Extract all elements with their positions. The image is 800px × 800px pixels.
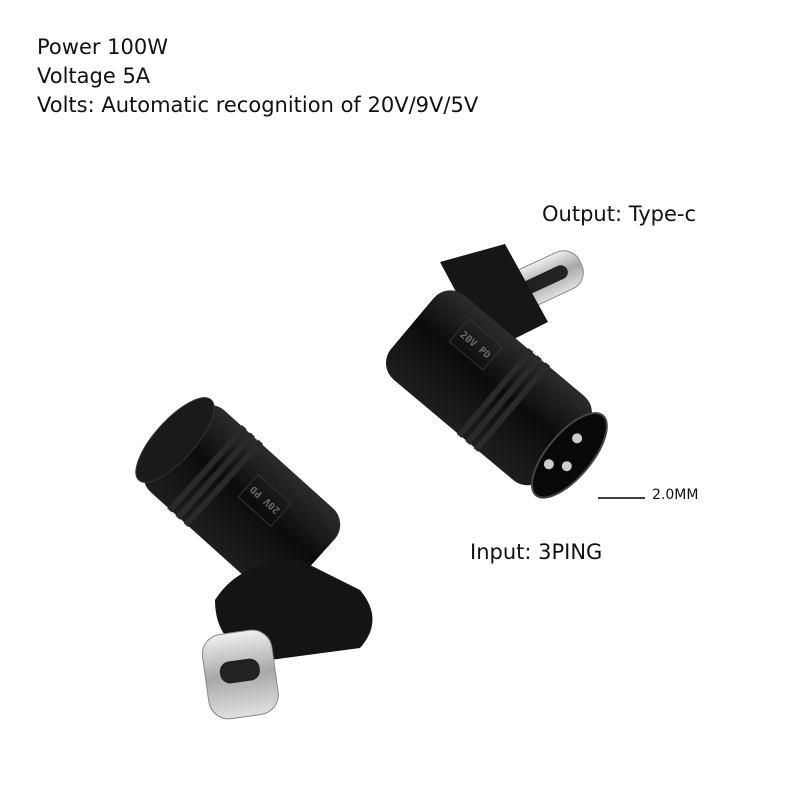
- pin-size-label: 2.0MM: [652, 487, 699, 503]
- output-label: Output: Type-c: [542, 202, 697, 226]
- left-adapter: 20V PD: [135, 397, 373, 720]
- spec-voltage: Voltage 5A: [37, 64, 151, 88]
- right-adapter: 20V PD: [385, 244, 645, 499]
- spec-list: Power 100W Voltage 5A Volts: Automatic r…: [37, 33, 478, 120]
- input-label: Input: 3PING: [470, 540, 603, 564]
- spec-volts: Volts: Automatic recognition of 20V/9V/5…: [37, 93, 479, 117]
- spec-power: Power 100W: [37, 35, 169, 59]
- usb-c-plug-left: [201, 629, 279, 720]
